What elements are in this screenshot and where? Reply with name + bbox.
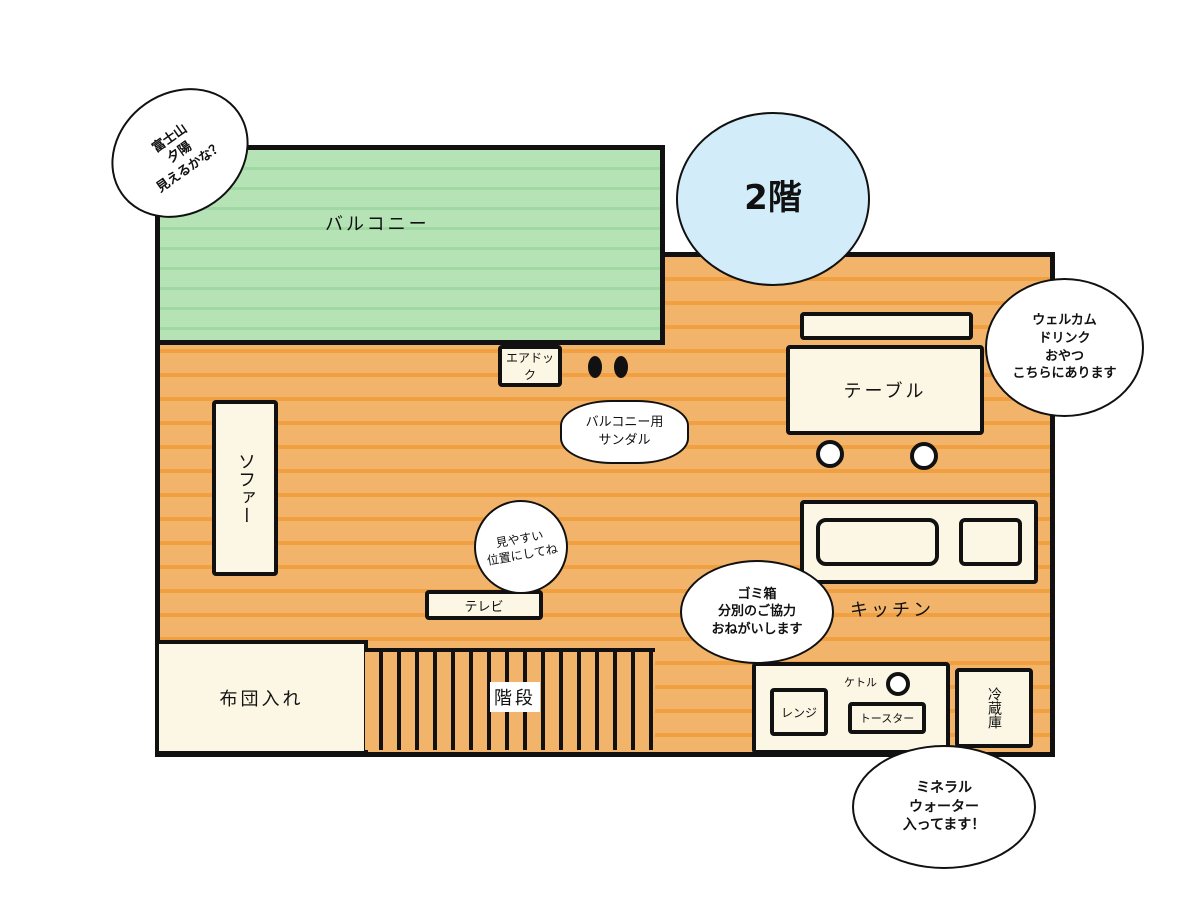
- trash-bubble: ゴミ箱分別のご協力おねがいします: [680, 560, 834, 664]
- kitchen-label: キッチン: [850, 600, 934, 621]
- kettle-label: ケトル: [844, 676, 877, 689]
- airdock: エアドック: [498, 345, 562, 387]
- bench: [800, 312, 973, 340]
- balcony: バルコニー: [155, 145, 665, 345]
- kitchen-counter: [800, 500, 1038, 584]
- appliance-counter: レンジ ケトル トースター: [752, 662, 950, 754]
- bubble-text: おやつ: [1044, 348, 1084, 364]
- bubble-text: ミネラル: [916, 779, 972, 796]
- sink: [816, 518, 939, 566]
- bubble-text: こちらにあります: [1012, 366, 1117, 382]
- bubble-text: サンダル: [598, 433, 651, 448]
- sandal-bubble: バルコニー用サンダル: [560, 400, 689, 464]
- bubble-text: バルコニー用: [585, 415, 664, 431]
- microwave: レンジ: [770, 688, 828, 736]
- stairs-label: 階段: [490, 682, 540, 712]
- bubble-text: ウォーター: [909, 798, 979, 815]
- stairs: 階段: [365, 648, 655, 750]
- floor-bubble: 2階: [676, 112, 870, 286]
- stove: [959, 518, 1022, 566]
- bubble-text: ドリンク: [1038, 330, 1091, 346]
- welcome-bubble: ウェルカムドリンクおやつこちらにあります: [985, 278, 1144, 417]
- futon-storage: 布団入れ: [155, 640, 368, 755]
- sandal-icon: [588, 356, 602, 378]
- kettle-icon: [886, 672, 910, 696]
- bubble-text: ゴミ箱: [737, 586, 777, 602]
- balcony-label: バルコニー: [325, 214, 430, 235]
- water-bubble: ミネラルウォーター入ってます！: [852, 745, 1036, 869]
- toaster: トースター: [848, 702, 926, 734]
- floor-label: 2階: [744, 178, 802, 219]
- table: テーブル: [786, 345, 984, 435]
- chair: [816, 440, 844, 468]
- bubble-text: ウェルカム: [1032, 313, 1097, 329]
- bubble-text: 入ってます！: [902, 817, 986, 834]
- fridge: 冷蔵庫: [955, 668, 1033, 748]
- sandal-icon: [614, 356, 628, 378]
- tv: テレビ: [425, 590, 543, 620]
- bubble-text: おねがいします: [711, 621, 803, 637]
- sofa: ソファー: [212, 400, 278, 576]
- bubble-text: 分別のご協力: [717, 604, 796, 620]
- chair: [910, 442, 938, 470]
